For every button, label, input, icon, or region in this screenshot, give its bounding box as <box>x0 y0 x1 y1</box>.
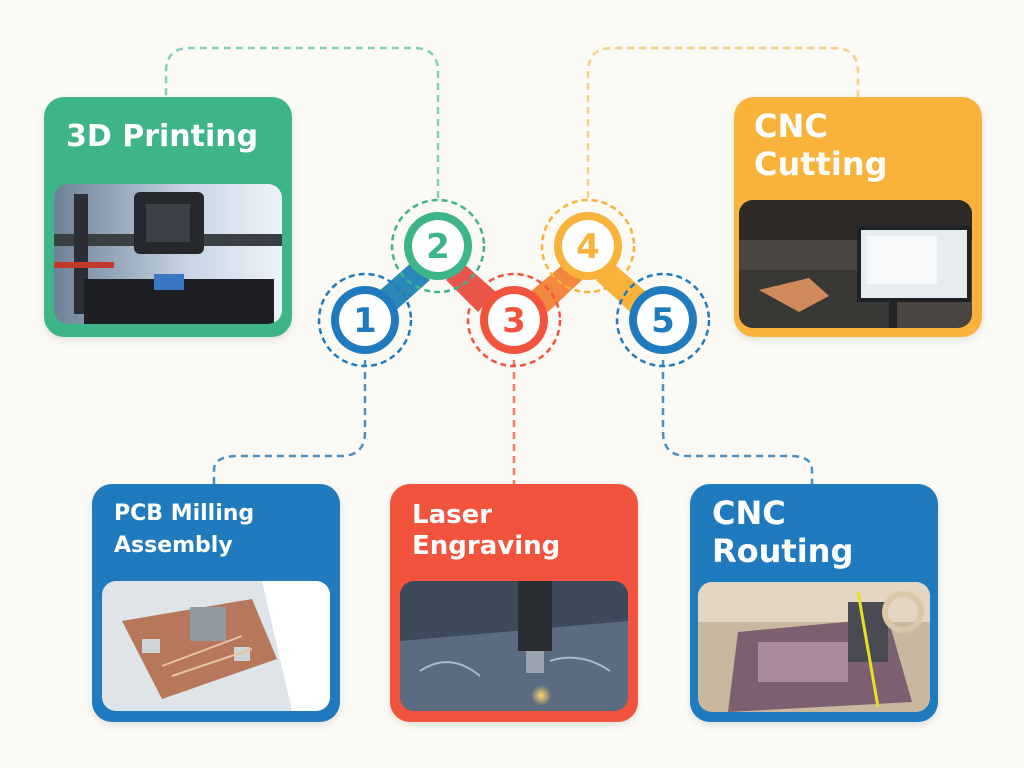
step-number-2: 2 <box>426 227 450 267</box>
connector-5-to-cnc-routing <box>661 360 814 484</box>
pcb-board-photo <box>102 581 330 711</box>
connector-4-to-cnc-cutting <box>586 46 860 198</box>
card-title-pcb-milling: PCB Milling Assembly <box>114 501 255 558</box>
card-title-cnc-cutting: CNC Cutting <box>754 107 888 184</box>
step-node-5: 5 <box>615 272 711 368</box>
link-4-5 <box>596 262 646 312</box>
card-cnc-cutting: CNC Cutting <box>734 97 982 337</box>
link-3-4 <box>530 262 582 312</box>
card-3d-printing: 3D Printing <box>44 97 292 337</box>
link-2-3 <box>446 262 496 312</box>
card-pcb-milling: PCB Milling Assembly <box>92 484 340 722</box>
card-title-3d-printing: 3D Printing <box>66 119 259 154</box>
laser-cutter-photo <box>400 581 628 711</box>
step-node-2: 2 <box>390 198 486 294</box>
step-node-1: 1 <box>317 272 413 368</box>
connector-1-to-pcb <box>212 360 367 484</box>
cnc-cutting-workshop-photo <box>739 200 972 328</box>
card-cnc-routing: CNC Routing <box>690 484 938 722</box>
cnc-router-photo <box>698 582 930 712</box>
connector-2-to-3d-printing <box>164 46 440 198</box>
step-number-3: 3 <box>502 301 526 341</box>
card-title-laser-engraving: Laser Engraving <box>412 500 561 562</box>
card-title-cnc-routing: CNC Routing <box>712 494 854 571</box>
step-node-4: 4 <box>540 198 636 294</box>
3d-printer-photo <box>54 184 282 324</box>
step-node-3: 3 <box>466 272 562 368</box>
step-number-5: 5 <box>651 301 675 341</box>
step-number-1: 1 <box>353 301 377 341</box>
step-number-4: 4 <box>576 227 600 267</box>
card-laser-engraving: Laser Engraving <box>390 484 638 722</box>
